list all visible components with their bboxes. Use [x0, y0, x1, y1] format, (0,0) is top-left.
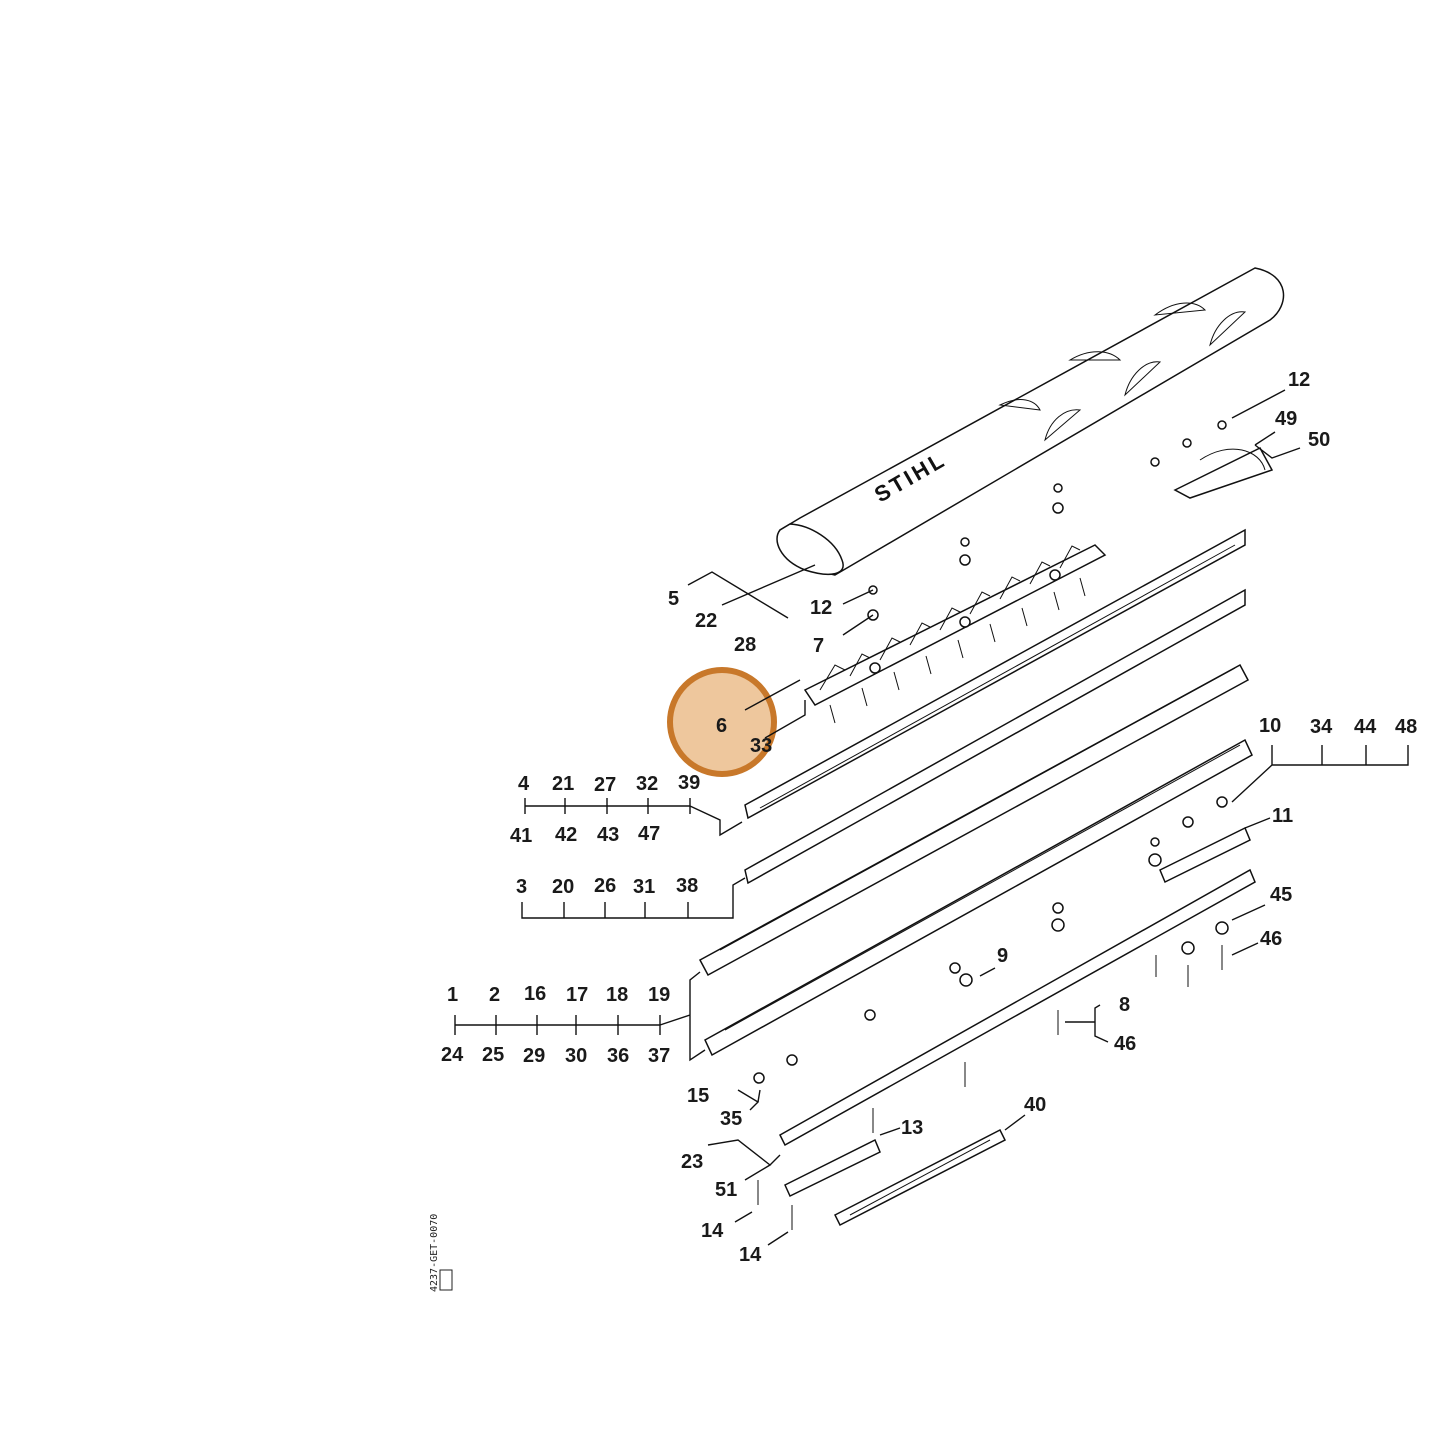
callout-1: 1: [447, 984, 458, 1006]
drawing-code: 4237-GET-0070: [429, 1214, 440, 1292]
upper-cutter-blade[interactable]: [803, 544, 1107, 724]
callout-50: 50: [1308, 429, 1330, 451]
callout-30: 30: [565, 1045, 587, 1067]
callout-27: 27: [594, 774, 616, 796]
callout-35: 35: [720, 1108, 742, 1130]
callout-42: 42: [555, 824, 577, 846]
callout-13: 13: [901, 1117, 923, 1139]
callout-37: 37: [648, 1045, 670, 1067]
callout-10: 10: [1259, 715, 1281, 737]
callout-47: 47: [638, 823, 660, 845]
callout-17: 17: [566, 984, 588, 1006]
callout-38: 38: [676, 875, 698, 897]
callout-14-lower: 14: [739, 1244, 762, 1266]
callout-32: 32: [636, 773, 658, 795]
callout-12-right: 12: [1288, 369, 1310, 391]
cutter-blade-lower-toothed[interactable]: [704, 738, 1253, 1057]
callout-20: 20: [552, 876, 574, 898]
callout-14-upper: 14: [701, 1220, 724, 1242]
callout-23: 23: [681, 1151, 703, 1173]
callout-7: 7: [813, 635, 824, 657]
callout-4: 4: [518, 773, 530, 795]
callout-22: 22: [695, 610, 717, 632]
callout-49: 49: [1275, 408, 1297, 430]
handle-guard[interactable]: [1173, 447, 1274, 499]
cutter-blade-upper-toothed[interactable]: [698, 663, 1250, 977]
callout-48: 48: [1395, 716, 1417, 738]
callout-43: 43: [597, 824, 619, 846]
callout-5: 5: [668, 588, 679, 610]
callout-3: 3: [516, 876, 527, 898]
drawing-code-box: [439, 1269, 453, 1291]
callout-21: 21: [552, 773, 574, 795]
callout-29: 29: [523, 1045, 545, 1067]
callout-46-lower: 46: [1114, 1033, 1136, 1055]
middle-guide-rail[interactable]: [744, 588, 1246, 885]
callout-39: 39: [678, 772, 700, 794]
leader-lines: [454, 389, 1409, 1246]
spacer-plate-11[interactable]: [1159, 826, 1251, 884]
callout-36: 36: [607, 1045, 629, 1067]
callout-46-upper: 46: [1260, 928, 1282, 950]
callout-2: 2: [489, 984, 500, 1006]
callout-31: 31: [633, 876, 655, 898]
callout-40: 40: [1024, 1094, 1046, 1116]
bottom-support-strip[interactable]: [779, 868, 1256, 1147]
callout-8: 8: [1119, 994, 1130, 1016]
callout-15: 15: [687, 1085, 709, 1107]
callout-labels: 5 22 28 12 7 6 33 12 49 50 4 21 27 32 39…: [441, 369, 1417, 1266]
blade-scabbard[interactable]: STIHL: [776, 267, 1285, 576]
callout-12-left: 12: [810, 597, 832, 619]
callout-41: 41: [510, 825, 532, 847]
callout-51: 51: [715, 1179, 737, 1201]
plate-40[interactable]: [833, 1128, 1007, 1227]
callout-9: 9: [997, 945, 1008, 967]
callout-6: 6: [716, 715, 727, 737]
fasteners[interactable]: [753, 420, 1229, 1230]
callout-45: 45: [1270, 884, 1292, 906]
highlight-circle: [667, 667, 777, 777]
callout-34: 34: [1310, 716, 1333, 738]
callout-33: 33: [750, 735, 772, 757]
callout-18: 18: [606, 984, 628, 1006]
plate-13[interactable]: [784, 1138, 881, 1198]
callout-24: 24: [441, 1044, 464, 1066]
top-guide-rail[interactable]: [744, 528, 1246, 820]
callout-16: 16: [524, 983, 546, 1005]
callout-44: 44: [1354, 716, 1377, 738]
callout-25: 25: [482, 1044, 504, 1066]
callout-28: 28: [734, 634, 756, 656]
callout-19: 19: [648, 984, 670, 1006]
callout-11: 11: [1272, 805, 1293, 827]
callout-26: 26: [594, 875, 616, 897]
